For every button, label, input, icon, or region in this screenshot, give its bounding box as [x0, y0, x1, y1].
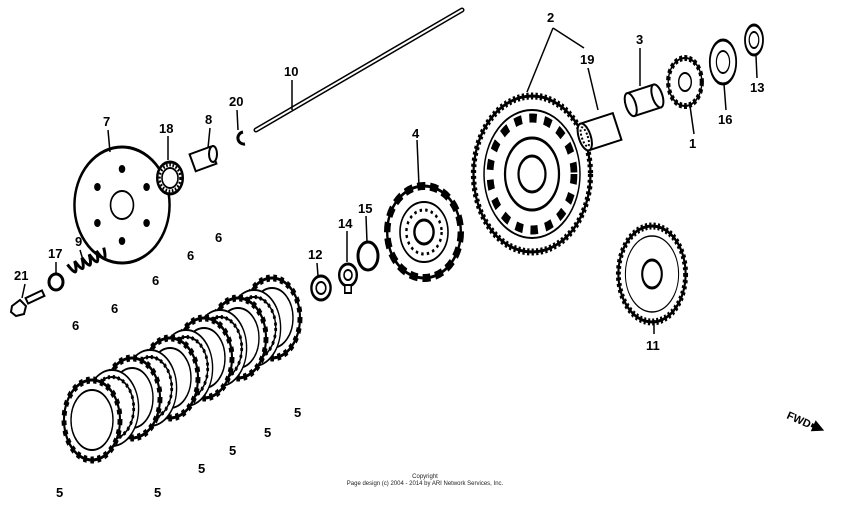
forward-arrow: FWD [785, 410, 825, 432]
callout-11: 11 [646, 338, 660, 353]
callout-5: 5 [229, 443, 236, 458]
callout-6: 6 [152, 273, 159, 288]
callout-12: 12 [308, 247, 322, 262]
thrust-washer [356, 240, 380, 272]
callout-5: 5 [56, 485, 63, 500]
circlip [236, 130, 246, 146]
clutch-spring [66, 247, 107, 274]
callout-20: 20 [229, 94, 243, 109]
drive-sprocket [666, 55, 704, 109]
callout-5: 5 [294, 405, 301, 420]
thrust-washer-small [744, 23, 764, 57]
callout-9: 9 [75, 234, 82, 249]
callout-5: 5 [198, 461, 205, 476]
needle-bearing [576, 111, 623, 152]
callout-5: 5 [264, 425, 271, 440]
lifter-piece [188, 145, 218, 173]
plain-washer [708, 38, 738, 86]
callout-6: 6 [111, 301, 118, 316]
washer [47, 272, 65, 292]
callout-17: 17 [48, 246, 62, 261]
lock-washer [337, 262, 359, 294]
release-bearing [155, 160, 185, 196]
callout-8: 8 [205, 112, 212, 127]
callout-6: 6 [215, 230, 222, 245]
callout-7: 7 [103, 114, 110, 129]
callout-18: 18 [159, 121, 173, 136]
fwd-label: FWD [785, 410, 813, 431]
callout-numbers: 1 2 3 4 5 5 5 5 5 5 6 6 6 6 6 7 8 9 10 1… [14, 10, 764, 500]
callout-3: 3 [636, 32, 643, 47]
callout-13: 13 [750, 80, 764, 95]
clutch-bolt [9, 289, 46, 318]
callout-19: 19 [580, 52, 594, 67]
callout-15: 15 [358, 201, 372, 216]
copyright-label: Copyright [412, 474, 438, 480]
callout-6: 6 [187, 248, 194, 263]
leader-lines [21, 27, 758, 334]
callout-2: 2 [547, 10, 554, 25]
callout-5: 5 [154, 485, 161, 500]
callout-4: 4 [412, 126, 420, 141]
copyright-notice: Page design (c) 2004 - 2014 by ARI Netwo… [346, 481, 504, 487]
callout-21: 21 [14, 268, 28, 283]
clutch-center [383, 182, 465, 282]
outer-guide-collar [623, 83, 665, 118]
callout-1: 1 [689, 136, 696, 151]
callout-6: 6 [72, 318, 79, 333]
primary-driven-gear [615, 222, 689, 326]
lock-nut [310, 274, 332, 302]
callout-10: 10 [284, 64, 298, 79]
pushrod [253, 7, 465, 133]
callout-16: 16 [718, 112, 732, 127]
callout-14: 14 [338, 216, 353, 231]
clutch-outer [470, 92, 594, 256]
pressure-plate [73, 145, 171, 265]
